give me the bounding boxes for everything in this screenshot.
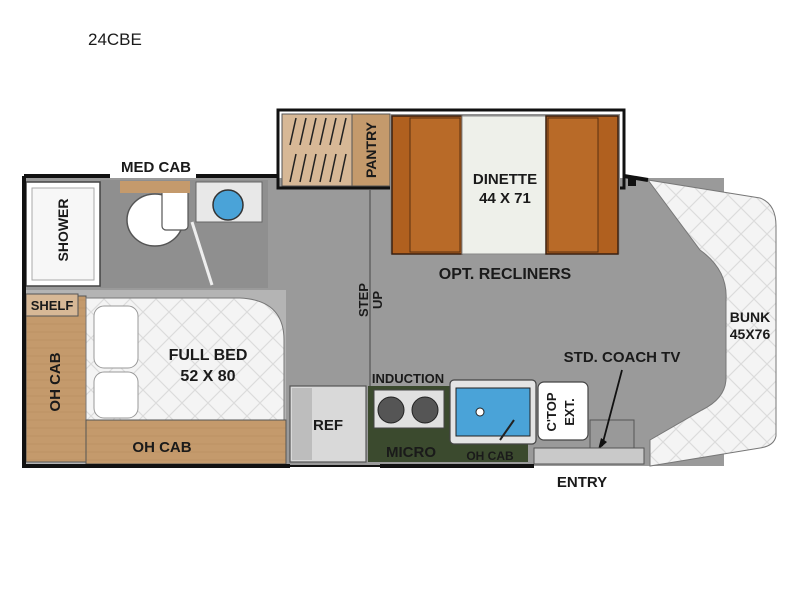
- full-bed-label: FULL BED: [169, 347, 248, 364]
- micro-label: MICRO: [386, 444, 436, 461]
- bunk-size: 45X76: [730, 326, 771, 342]
- oh-cab-bottom-area: [85, 419, 287, 465]
- wall-cap: [628, 176, 636, 186]
- ctop-label: C'TOP: [544, 392, 559, 431]
- burner-icon: [377, 396, 405, 424]
- model-name: 24CBE: [88, 30, 142, 49]
- dinette-cushion-left: [409, 117, 461, 253]
- bunk: [646, 179, 777, 467]
- counter-extension: [537, 381, 589, 441]
- burner-icon: [411, 396, 439, 424]
- front-floor: [640, 180, 727, 460]
- med-cab-label: MED CAB: [121, 159, 191, 176]
- dinette-table: [461, 115, 549, 255]
- tv-pointer: [601, 369, 623, 447]
- shelf-label: SHELF: [31, 298, 74, 313]
- dinette-size: 44 X 71: [479, 190, 531, 207]
- shower-pan: [31, 187, 95, 281]
- oh-cab-left-area: [25, 295, 87, 463]
- entry-step: [533, 447, 645, 465]
- tv-pointer-arrow: [598, 438, 607, 450]
- med-cab-shelf: [120, 181, 190, 193]
- tv-cabinet: [589, 419, 635, 451]
- bath-door: [190, 221, 214, 286]
- pantry-cabinet: [351, 113, 391, 187]
- step-label: STEP: [356, 283, 371, 317]
- std-coach-tv-label: STD. COACH TV: [564, 349, 681, 366]
- faucet-icon: [499, 419, 515, 441]
- exterior-walls: [22, 174, 649, 468]
- bath-sink-icon: [212, 189, 244, 221]
- full-bed-size: 52 X 80: [180, 368, 235, 385]
- oh-cab-left-label: OH CAB: [47, 352, 64, 411]
- ref-label: REF: [313, 417, 343, 434]
- entry-label: ENTRY: [557, 474, 607, 491]
- shower-label: SHOWER: [55, 199, 71, 262]
- dinette-label: DINETTE: [473, 171, 537, 188]
- pantry-label: PANTRY: [363, 121, 379, 178]
- pillow: [93, 305, 139, 369]
- oh-cab-kitchen-label: OH CAB: [466, 449, 514, 463]
- pillow: [93, 371, 139, 419]
- ref-door: [292, 388, 312, 460]
- ext-label: EXT.: [562, 398, 577, 425]
- induction-label: INDUCTION: [372, 371, 444, 386]
- oh-cab-bottom-label: OH CAB: [132, 439, 191, 456]
- drain-icon: [475, 407, 485, 417]
- opt-recliners-label: OPT. RECLINERS: [439, 266, 572, 283]
- up-label: UP: [370, 291, 385, 309]
- pantry-slats: [289, 117, 347, 183]
- bunk-label: BUNK: [730, 309, 770, 325]
- dinette-cushion-right: [547, 117, 599, 253]
- kitchen-sink-basin: [455, 387, 531, 437]
